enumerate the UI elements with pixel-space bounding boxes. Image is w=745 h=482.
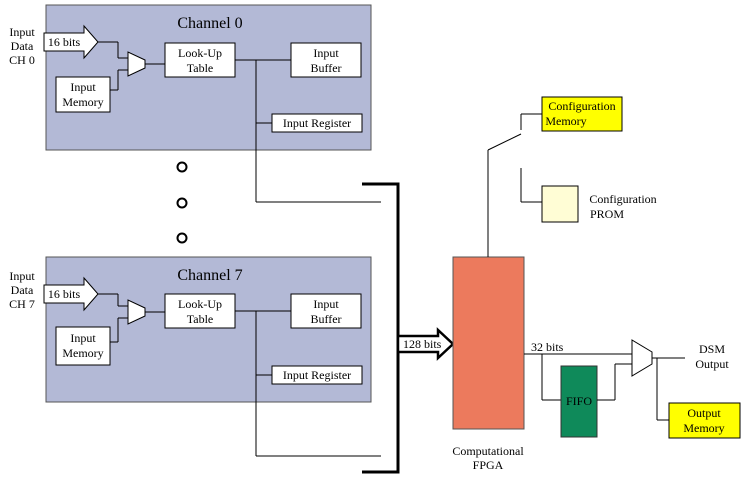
channel-0-input-buffer [290, 42, 362, 78]
channel-7-input-register-label: Input Register [283, 368, 351, 382]
channel-0-input-label-line2: Data [11, 39, 34, 53]
channel-7-input-buffer-line1: Input [313, 297, 339, 311]
configuration-prom-line2: PROM [590, 207, 624, 221]
channel-7-input-memory-line1: Input [70, 331, 96, 345]
bus-128-label: 128 bits [403, 337, 442, 351]
channel-7-block: Channel 7 Input Data CH 7 16 bits Input … [9, 256, 381, 457]
channel-7-input-buffer [290, 293, 362, 329]
channel-7-input-label-line1: Input [9, 269, 35, 283]
configuration-memory-line2: Memory [545, 114, 586, 128]
channel-0-input-memory-line1: Input [70, 80, 96, 94]
computational-fpga [452, 256, 525, 430]
channel-7-bus-arrow [43, 276, 99, 312]
channel-7-input-buffer-line2: Buffer [310, 312, 341, 326]
configuration-prom [541, 185, 579, 223]
dsm-output-line1: DSM [699, 342, 725, 356]
output-mux [631, 339, 653, 377]
channel-0-input-buffer-line2: Buffer [310, 61, 341, 75]
output-memory [668, 402, 741, 439]
dsm-output-line2: Output [695, 357, 729, 371]
channel-0-input-memory [55, 76, 111, 113]
ellipsis-dot-3 [176, 232, 188, 244]
channel-0-input-label-line1: Input [9, 25, 35, 39]
channel-0-lookup-table-line2: Table [187, 61, 213, 75]
output-memory-line1: Output [687, 406, 721, 420]
bus-bracket [362, 182, 400, 474]
channel-7-input-memory-line2: Memory [62, 346, 103, 360]
configuration-memory [541, 96, 623, 132]
fpga-label-line1: Computational [452, 444, 524, 458]
ellipsis-dot-1 [176, 161, 188, 173]
channel-7-lookup-table-line1: Look-Up [178, 297, 222, 311]
channel-0-title: Channel 0 [177, 15, 242, 32]
channel-0-lookup-table-line1: Look-Up [178, 46, 222, 60]
channel-7-lookup-table-line2: Table [187, 312, 213, 326]
configuration-prom-line1: Configuration [589, 192, 656, 206]
channel-0-bus-width: 16 bits [48, 35, 81, 49]
fifo-block [560, 365, 598, 438]
channel-0-mux [127, 51, 146, 77]
channel-0-input-register [271, 113, 363, 133]
channel-0-input-register-label: Input Register [283, 116, 351, 130]
channel-7-lookup-table [164, 293, 236, 329]
channel-7-bus-width: 16 bits [48, 287, 81, 301]
channel-7-input-label: Input Data CH 7 [9, 269, 35, 311]
fifo-label: FIFO [566, 394, 592, 408]
configuration-memory-line1: Configuration [548, 99, 615, 113]
channel-7-mux [127, 299, 146, 325]
channel-0-input-memory-line2: Memory [62, 95, 103, 109]
bus-32-label: 32 bits [531, 340, 564, 354]
channel-7-title: Channel 7 [177, 267, 242, 284]
channel-7-input-register [271, 365, 363, 385]
channel-0-input-buffer-line1: Input [313, 46, 339, 60]
channel-0-block: Channel 0 Input Data CH 0 16 bits Input … [9, 4, 381, 203]
config-switch-blade [487, 133, 522, 151]
bus-128-arrow [396, 327, 455, 361]
channel-7-input-label-line2: Data [11, 283, 34, 297]
channel-0-bus-arrow [43, 24, 99, 60]
channel-7-input-label-line3: CH 7 [9, 297, 35, 311]
channel-7-input-memory [55, 326, 111, 366]
output-memory-line2: Memory [683, 421, 724, 435]
ellipsis-dot-2 [176, 197, 188, 209]
fpga-label-line2: FPGA [473, 458, 504, 472]
channel-0-input-label: Input Data CH 0 [9, 25, 35, 67]
channel-0-input-label-line3: CH 0 [9, 53, 35, 67]
